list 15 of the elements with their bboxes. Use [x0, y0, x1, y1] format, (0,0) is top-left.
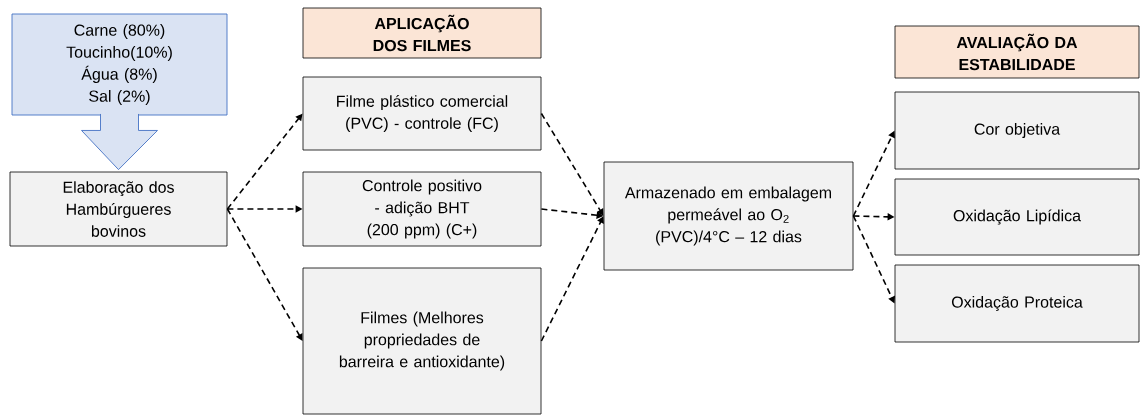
arrow	[540, 216, 604, 342]
result-box: Cor objetiva	[894, 91, 1140, 170]
process-box: Filme plástico comercial (PVC) - controle (FC)	[302, 76, 542, 151]
arrow	[226, 208, 303, 341]
process-box: Controle positivo - adição BHT (200 ppm) (C+)	[302, 171, 542, 247]
header-box: APLICAÇÃO DOS FILMES	[302, 7, 542, 59]
block-arrow	[81, 113, 158, 171]
process-box: Elaboração dos Hambúrgueres bovinos	[9, 171, 228, 247]
header-box: AVALIAÇÃO DA ESTABILIDADE	[894, 25, 1140, 79]
result-box: Oxidação Proteica	[894, 264, 1140, 343]
process-box: Armazenado em embalagem permeável ao O$_{2}$ (PVC)/4°C – 12 dias	[603, 161, 854, 271]
arrow	[540, 112, 604, 216]
ingredient-callout: Carne (80%) Toucinho(10%) Água (8%) Sal (2%)	[11, 13, 228, 116]
result-box: Oxidação Lipídica	[894, 178, 1140, 256]
process-box: Filmes (Melhores propriedades de barreira e antioxidante)	[302, 267, 542, 415]
